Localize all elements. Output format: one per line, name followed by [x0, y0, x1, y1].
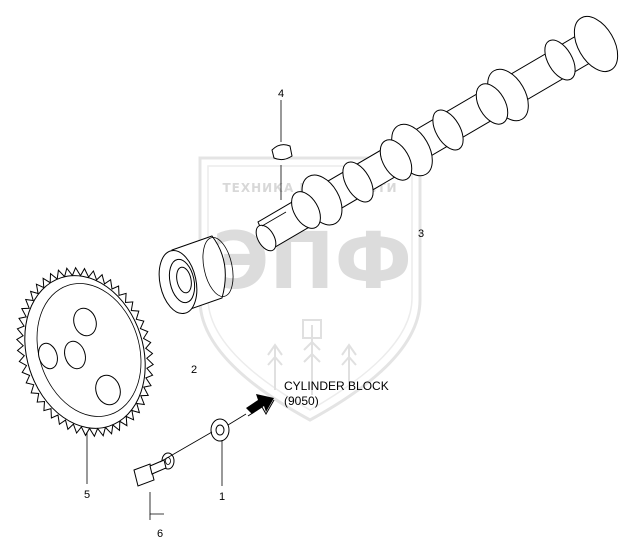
callout-1: 1: [219, 491, 225, 503]
note-line-1: CYLINDER BLOCK: [284, 379, 389, 393]
callout-3: 3: [418, 228, 424, 240]
assembly-lines: [159, 413, 247, 463]
callout-4: 4: [278, 88, 284, 100]
camshaft-gear: [15, 266, 155, 438]
reference-note: CYLINDER BLOCK (9050): [284, 379, 389, 408]
washer: [210, 418, 230, 442]
woodruff-key: [271, 144, 293, 200]
camshaft-lobes: [291, 16, 619, 229]
callout-labels: 1 2 3 4 5 6: [84, 88, 424, 540]
callout-2: 2: [191, 364, 197, 376]
callout-6: 6: [157, 528, 163, 540]
callout-5: 5: [84, 489, 90, 501]
watermark-logo-text: ЭПФ: [212, 217, 412, 307]
leader-lines: [86, 100, 282, 520]
note-line-2: (9050): [284, 394, 319, 408]
thrust-bearing: [158, 235, 234, 315]
bolt: [133, 459, 167, 487]
direction-arrow-icon: [246, 394, 275, 417]
watermark-wheat-icon: [267, 319, 357, 395]
camshaft: [255, 16, 619, 252]
